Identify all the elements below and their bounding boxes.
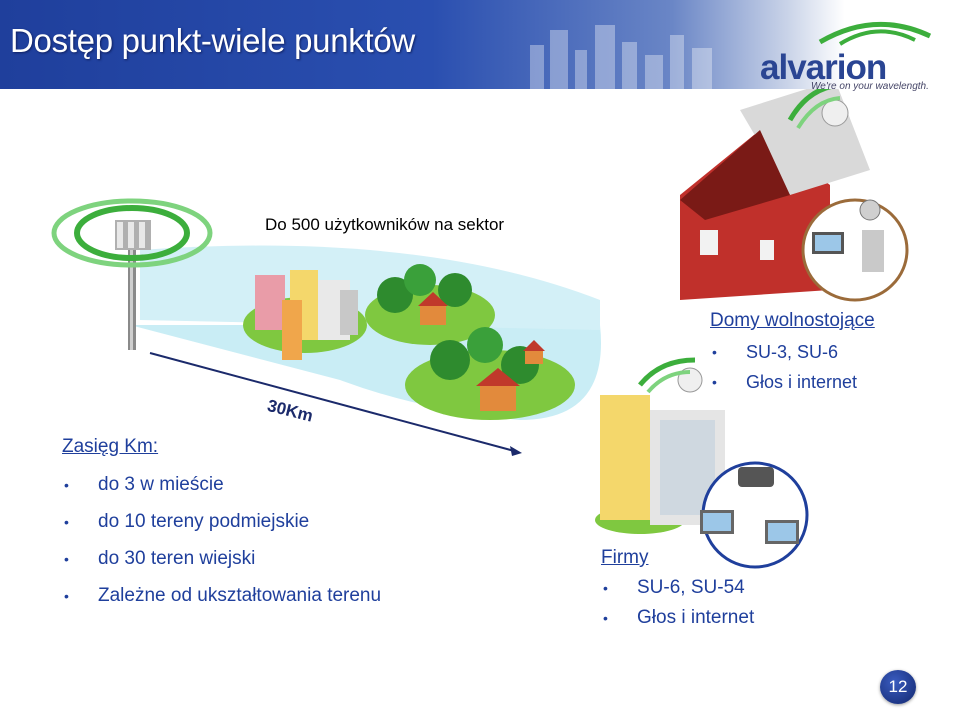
title-bar: Dostęp punkt-wiele punktów [0, 0, 960, 89]
list-item: do 10 tereny podmiejskie [62, 509, 381, 546]
logo-wordmark: alvarion [760, 48, 887, 87]
page-number: 12 [880, 670, 916, 704]
city-skyline-graphic [530, 25, 712, 89]
homes-list: SU-3, SU-6 Głos i internet [710, 340, 857, 400]
list-item: Głos i internet [601, 606, 754, 636]
range-list: do 3 w mieście do 10 tereny podmiejskie … [62, 472, 381, 620]
range-heading: Zasięg Km: [62, 436, 159, 457]
base-station-tower [51, 198, 213, 350]
list-item: Głos i internet [710, 370, 857, 400]
logo-swoosh-icon [818, 21, 932, 46]
distance-arrow [149, 352, 519, 453]
rural-area-graphic [405, 327, 575, 420]
city-buildings-graphic [243, 270, 367, 360]
arrowhead-icon [510, 446, 522, 456]
list-item: do 30 teren wiejski [62, 546, 381, 583]
list-item: do 3 w mieście [62, 472, 381, 509]
suburban-area-graphic [365, 264, 495, 345]
homes-heading: Domy wolnostojące [710, 310, 875, 331]
list-item: SU-6, SU-54 [601, 576, 754, 606]
list-item: SU-3, SU-6 [710, 340, 857, 370]
business-list: SU-6, SU-54 Głos i internet [601, 576, 754, 636]
page-title: Dostęp punkt-wiele punktów [10, 22, 415, 59]
logo-tagline: We're on your wavelength. [811, 81, 929, 92]
home-office-circle [801, 198, 909, 302]
alvarion-logo: alvarion We're on your wavelength. [755, 21, 955, 92]
sector-capacity-label: Do 500 użytkowników na sektor [265, 215, 505, 234]
list-item: Zależne od ukształtowania terenu [62, 583, 381, 620]
business-office-circle [700, 461, 809, 569]
network-diagram [51, 89, 909, 569]
business-heading: Firmy [601, 547, 649, 568]
red-house-graphic [680, 89, 870, 300]
